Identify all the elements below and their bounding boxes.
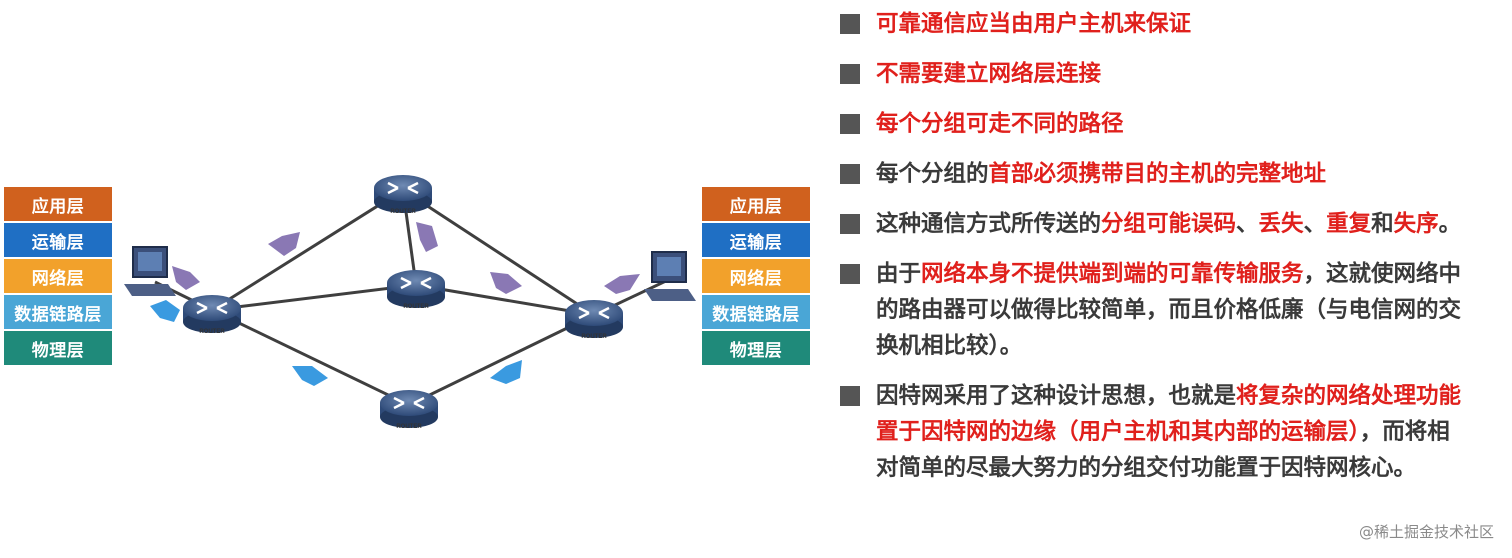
stack-right-transport-layer: 运输层 bbox=[702, 223, 810, 257]
bullet-item: 因特网采用了这种设计思想，也就是将复杂的网络处理功能置于因特网的边缘（用户主机和… bbox=[836, 378, 1466, 486]
bullet-item: 不需要建立网络层连接 bbox=[836, 56, 1466, 92]
highlight-text: 丢失 bbox=[1258, 211, 1304, 237]
body-text: 这种通信方式所传送的 bbox=[876, 211, 1102, 237]
link-top-right bbox=[402, 188, 595, 317]
packet-blue-icon bbox=[490, 360, 522, 384]
packet-purple-icon bbox=[604, 274, 640, 294]
body-text: 、 bbox=[1236, 211, 1259, 237]
link-bottom-right bbox=[408, 313, 595, 407]
highlight-text: 将复杂的网络处理功能置于因特网的边缘（用户主机和其内部的运输层） bbox=[876, 383, 1462, 445]
bullet-item: 可靠通信应当由用户主机来保证 bbox=[836, 6, 1466, 42]
bullet-square-icon bbox=[840, 14, 860, 34]
stack-left-application-layer: 应用层 bbox=[4, 187, 112, 221]
bullet-item: 每个分组可走不同的路径 bbox=[836, 106, 1466, 142]
bullet-square-icon bbox=[840, 214, 860, 234]
network-links bbox=[154, 188, 669, 407]
highlight-text: 不需要建立网络层连接 bbox=[876, 61, 1102, 87]
router-right-icon: ROUTER bbox=[565, 300, 623, 340]
bullet-item: 由于网络本身不提供端到端的可靠传输服务，这就使网络中的路由器可以做得比较简单，而… bbox=[836, 256, 1466, 364]
packet-purple-icon bbox=[490, 272, 522, 294]
host-left-icon bbox=[124, 246, 176, 296]
packet-purple-icon bbox=[416, 222, 438, 252]
body-text: 和 bbox=[1371, 211, 1394, 237]
router-top-icon: ROUTER bbox=[374, 175, 432, 215]
router-left-icon: ROUTER bbox=[183, 295, 241, 335]
router-middle-label: ROUTER bbox=[403, 304, 429, 310]
highlight-text: 分组可能误码 bbox=[1101, 211, 1237, 237]
protocol-stack-right: 应用层 运输层 网络层 数据链路层 物理层 bbox=[702, 187, 810, 367]
stack-right-network-layer: 网络层 bbox=[702, 259, 810, 293]
bullet-square-icon bbox=[840, 64, 860, 84]
packet-purple-icon bbox=[172, 266, 200, 290]
router-bottom-icon: ROUTER bbox=[380, 390, 438, 430]
body-text: 由于 bbox=[876, 261, 922, 287]
link-mid-right bbox=[415, 283, 595, 317]
highlight-text: 网络本身不提供端到端的可靠传输服务 bbox=[921, 261, 1304, 287]
bullet-square-icon bbox=[840, 164, 860, 184]
bullet-square-icon bbox=[840, 386, 860, 406]
body-text: 。 bbox=[1438, 211, 1462, 237]
stack-left-transport-layer: 运输层 bbox=[4, 223, 112, 257]
stack-left-network-layer: 网络层 bbox=[4, 259, 112, 293]
packet-blue-icon bbox=[292, 366, 328, 386]
router-top-label: ROUTER bbox=[390, 209, 416, 215]
bullet-square-icon bbox=[840, 264, 860, 284]
body-text: ，而将相对简单的尽最大努力的分组交付功能置于因特网核心。 bbox=[876, 419, 1450, 481]
stack-right-application-layer: 应用层 bbox=[702, 187, 810, 221]
stack-right-physical-layer: 物理层 bbox=[702, 331, 810, 365]
highlight-text: 重复 bbox=[1326, 211, 1372, 237]
stack-left-link-layer: 数据链路层 bbox=[4, 295, 112, 329]
highlight-text: 首部必须携带目的主机的完整地址 bbox=[988, 161, 1327, 187]
router-left-label: ROUTER bbox=[199, 329, 225, 335]
link-left-top bbox=[211, 188, 404, 312]
link-left-bottom bbox=[211, 308, 410, 407]
bullet-list: 可靠通信应当由用户主机来保证不需要建立网络层连接每个分组可走不同的路径每个分组的… bbox=[836, 6, 1466, 500]
network-diagram: ROUTER ROUTER ROUTER ROUTER ROUTER bbox=[124, 175, 696, 430]
highlight-text: 每个分组可走不同的路径 bbox=[876, 111, 1124, 137]
router-bottom-label: ROUTER bbox=[396, 424, 422, 430]
bullet-item: 这种通信方式所传送的分组可能误码、丢失、重复和失序。 bbox=[836, 206, 1466, 242]
router-middle-icon: ROUTER bbox=[387, 270, 445, 310]
protocol-stack-left: 应用层 运输层 网络层 数据链路层 物理层 bbox=[4, 187, 112, 367]
packet-blue-icon bbox=[150, 300, 180, 322]
link-left-mid bbox=[211, 283, 417, 312]
body-text: 因特网采用了这种设计思想，也就是 bbox=[876, 383, 1237, 409]
host-right-icon bbox=[644, 251, 696, 301]
body-text: 、 bbox=[1303, 211, 1327, 237]
body-text: 每个分组的 bbox=[876, 161, 989, 187]
packet-purple-icon bbox=[268, 232, 300, 256]
stack-left-physical-layer: 物理层 bbox=[4, 331, 112, 365]
watermark: @稀土掘金技术社区 bbox=[1358, 523, 1494, 541]
bullet-item: 每个分组的首部必须携带目的主机的完整地址 bbox=[836, 156, 1466, 192]
highlight-text: 失序 bbox=[1393, 211, 1439, 237]
highlight-text: 可靠通信应当由用户主机来保证 bbox=[876, 11, 1192, 37]
stack-right-link-layer: 数据链路层 bbox=[702, 295, 810, 329]
router-right-label: ROUTER bbox=[581, 334, 607, 340]
bullet-square-icon bbox=[840, 114, 860, 134]
body-text: ，这就使网络中的路由器可以做得比较简单，而且价格低廉（与电信网的交换机相比较）。 bbox=[876, 261, 1462, 359]
